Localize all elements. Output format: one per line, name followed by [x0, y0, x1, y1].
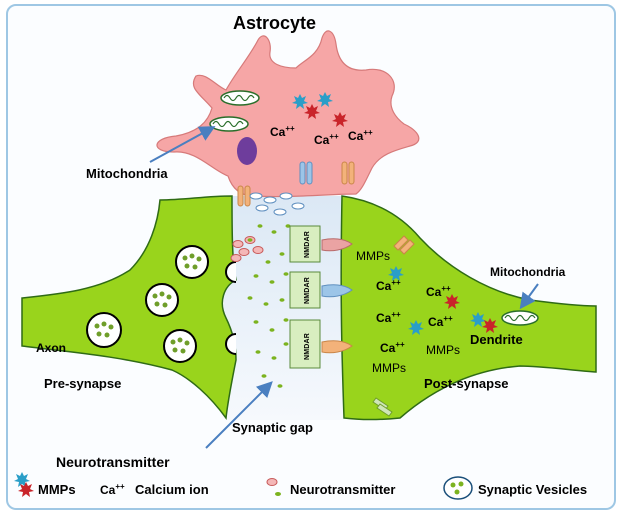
post-receptor-orange: [321, 340, 353, 354]
post-receptor-orange-small: [393, 235, 415, 255]
neurotransmitter-dots: [247, 224, 291, 388]
fusing-vesicle: [225, 261, 237, 283]
svg-text:NMDAR: NMDAR: [304, 333, 311, 360]
label-ca-3: Ca++: [348, 128, 373, 143]
label-ca-2: Ca++: [314, 132, 339, 147]
astrocyte-release-vesicles: [249, 192, 305, 216]
synaptic-vesicle-icon: [145, 283, 179, 317]
legend-mmps-blue-icon: [14, 472, 30, 487]
legend-neurotransmitter-green-icon: [275, 492, 281, 496]
nmdar-receptor: NMDAR: [289, 225, 321, 263]
mitochondrion-icon: [501, 310, 539, 326]
post-receptor-green: [372, 397, 393, 417]
synaptic-vesicle-icon: [163, 329, 197, 363]
legend-vesicles-label: Synaptic Vesicles: [478, 482, 587, 497]
synaptic-gap-area: [222, 196, 344, 420]
label-ca-post-2: Ca++: [426, 284, 451, 299]
legend-neurotransmitter-pink-icon: [266, 478, 278, 486]
mmps-star-icon: [388, 266, 404, 281]
label-mitochondria-astro: Mitochondria: [86, 166, 168, 181]
label-astrocyte: Astrocyte: [233, 13, 316, 33]
svg-text:NMDAR: NMDAR: [304, 277, 311, 304]
mmps-star-icon: [292, 94, 308, 109]
mitochondrion-icon: [209, 116, 249, 132]
synaptic-vesicle-icon: [86, 312, 122, 348]
label-post-synapse: Post-synapse: [424, 376, 509, 391]
legend-neurotransmitter-label: Neurotransmitter: [290, 482, 395, 497]
label-synaptic-gap: Synaptic gap: [232, 420, 313, 435]
astrocyte-channel-blue: [299, 161, 313, 185]
legend-vesicle-icon: [443, 476, 473, 500]
legend: MMPs Ca++ Calcium ion Neurotransmitter S…: [14, 472, 587, 500]
nmdar-receptor: NMDAR: [289, 271, 321, 309]
arrow-mitochondria-post: [519, 283, 539, 310]
nmdar-receptor: NMDAR: [289, 319, 321, 369]
label-mitochondria-post: Mitochondria: [490, 265, 566, 279]
astrocyte-channel-orange: [341, 161, 355, 185]
mmps-star-icon: [304, 104, 320, 119]
synaptic-vesicle-icon: [175, 245, 209, 279]
label-axon: Axon: [36, 341, 66, 355]
mmps-star-icon: [332, 112, 348, 127]
arrow-neurotransmitter: [205, 381, 273, 449]
fusing-vesicle: [225, 333, 237, 355]
legend-mmps-label: MMPs: [38, 482, 76, 497]
post-receptor-pink: [321, 238, 353, 252]
mmps-star-icon: [470, 312, 486, 327]
label-mmps-top: MMPs: [356, 249, 390, 263]
post-receptor-blue: [321, 284, 353, 298]
arrow-mitochondria-astro: [149, 126, 216, 163]
legend-mmps-red-icon: [18, 482, 34, 497]
mmps-star-icon: [317, 92, 333, 107]
label-mmps-mid: MMPs: [426, 343, 460, 357]
label-dendrite: Dendrite: [470, 332, 523, 347]
label-ca-post-3: Ca++: [376, 310, 401, 325]
astrocyte-channel-orange: [237, 185, 251, 207]
mmps-star-icon: [408, 320, 424, 335]
label-ca-post-4: Ca++: [428, 314, 453, 329]
label-ca-post-1: Ca++: [376, 278, 401, 293]
label-ca-post-5: Ca++: [380, 340, 405, 355]
svg-text:NMDAR: NMDAR: [304, 231, 311, 258]
legend-calcium-symbol: Ca++: [100, 482, 125, 497]
astrocyte-cell: [156, 30, 420, 198]
legend-calcium-label: Calcium ion: [135, 482, 209, 497]
label-neurotransmitter: Neurotransmitter: [56, 454, 170, 470]
label-ca-1: Ca++: [270, 124, 295, 139]
label-pre-synapse: Pre-synapse: [44, 376, 121, 391]
astrocyte-nucleus: [237, 137, 257, 165]
mitochondrion-icon: [220, 90, 260, 106]
label-mmps-low: MMPs: [372, 361, 406, 375]
mmps-star-icon: [482, 318, 498, 333]
mmps-star-icon: [444, 294, 460, 309]
